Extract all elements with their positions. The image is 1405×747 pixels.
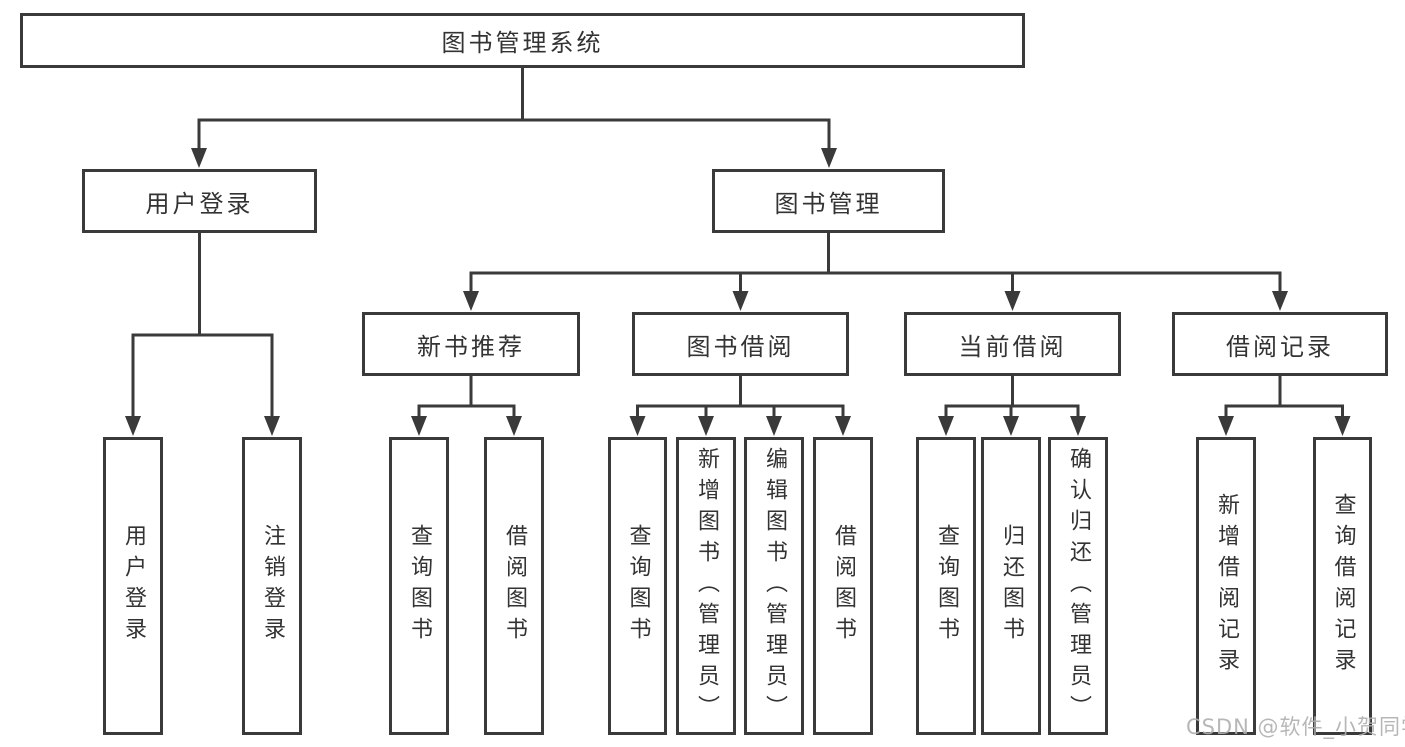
connector-current-borrow-branch xyxy=(944,374,1080,420)
arrowhead-group xyxy=(125,148,1351,436)
leaf-user-login: 用户登录 xyxy=(103,437,163,735)
arrowhead-down-icon xyxy=(629,416,646,436)
connector-root-to-level2 xyxy=(197,66,831,152)
arrowhead-down-icon xyxy=(411,416,427,436)
node-book-management: 图书管理 xyxy=(712,169,945,233)
arrowhead-down-icon xyxy=(698,416,714,436)
leaf-logout: 注销登录 xyxy=(242,437,302,735)
leaf-borrow-books: 借阅图书 xyxy=(813,437,873,735)
leaf-query-books-current: 查询图书 xyxy=(916,437,976,735)
node-user-login: 用户登录 xyxy=(82,169,317,233)
connector-new-book-branch xyxy=(417,374,516,420)
connector-borrow-record-branch xyxy=(1224,374,1344,420)
arrowhead-down-icon xyxy=(1218,416,1234,436)
leaf-add-books-admin: 新增图书（管理员） xyxy=(676,437,736,735)
arrowhead-down-icon xyxy=(125,416,141,436)
leaf-query-books-borrow: 查询图书 xyxy=(608,437,667,735)
node-root-system: 图书管理系统 xyxy=(20,13,1025,68)
connector-user-login-branch xyxy=(131,231,274,420)
arrowhead-down-icon xyxy=(732,291,749,311)
leaf-edit-books-admin: 编辑图书（管理员） xyxy=(744,437,804,735)
arrowhead-down-icon xyxy=(1272,291,1288,311)
arrowhead-down-icon xyxy=(1004,291,1021,311)
arrowhead-down-icon xyxy=(264,416,280,436)
arrowhead-down-icon xyxy=(766,416,782,436)
arrowhead-down-icon xyxy=(1334,416,1351,436)
arrowhead-down-icon xyxy=(938,416,954,436)
arrowhead-down-icon xyxy=(835,416,851,436)
arrowhead-down-icon xyxy=(1070,416,1086,436)
leaf-return-books: 归还图书 xyxy=(981,437,1041,735)
leaf-confirm-return-admin: 确认归还（管理员） xyxy=(1048,437,1108,735)
connector-book-management-branch xyxy=(469,231,1282,295)
arrowhead-down-icon xyxy=(506,416,522,436)
connector-line-group xyxy=(131,66,1344,420)
node-borrow-records: 借阅记录 xyxy=(1172,312,1388,376)
leaf-query-books-recommend: 查询图书 xyxy=(389,437,449,735)
arrowhead-down-icon xyxy=(1003,416,1019,436)
watermark: CSDN @软件_小贺同学 xyxy=(1186,715,1405,739)
connector-book-borrow-branch xyxy=(636,374,845,420)
arrowhead-down-icon xyxy=(821,148,837,168)
leaf-query-borrow-record: 查询借阅记录 xyxy=(1313,437,1372,735)
node-book-borrow: 图书借阅 xyxy=(632,312,849,376)
leaf-borrow-books-recommend: 借阅图书 xyxy=(484,437,544,735)
leaf-add-borrow-record: 新增借阅记录 xyxy=(1196,437,1256,735)
arrowhead-down-icon xyxy=(191,148,207,168)
node-new-book-recommend: 新书推荐 xyxy=(362,312,580,376)
node-current-borrow: 当前借阅 xyxy=(904,312,1121,376)
arrowhead-down-icon xyxy=(463,291,479,311)
